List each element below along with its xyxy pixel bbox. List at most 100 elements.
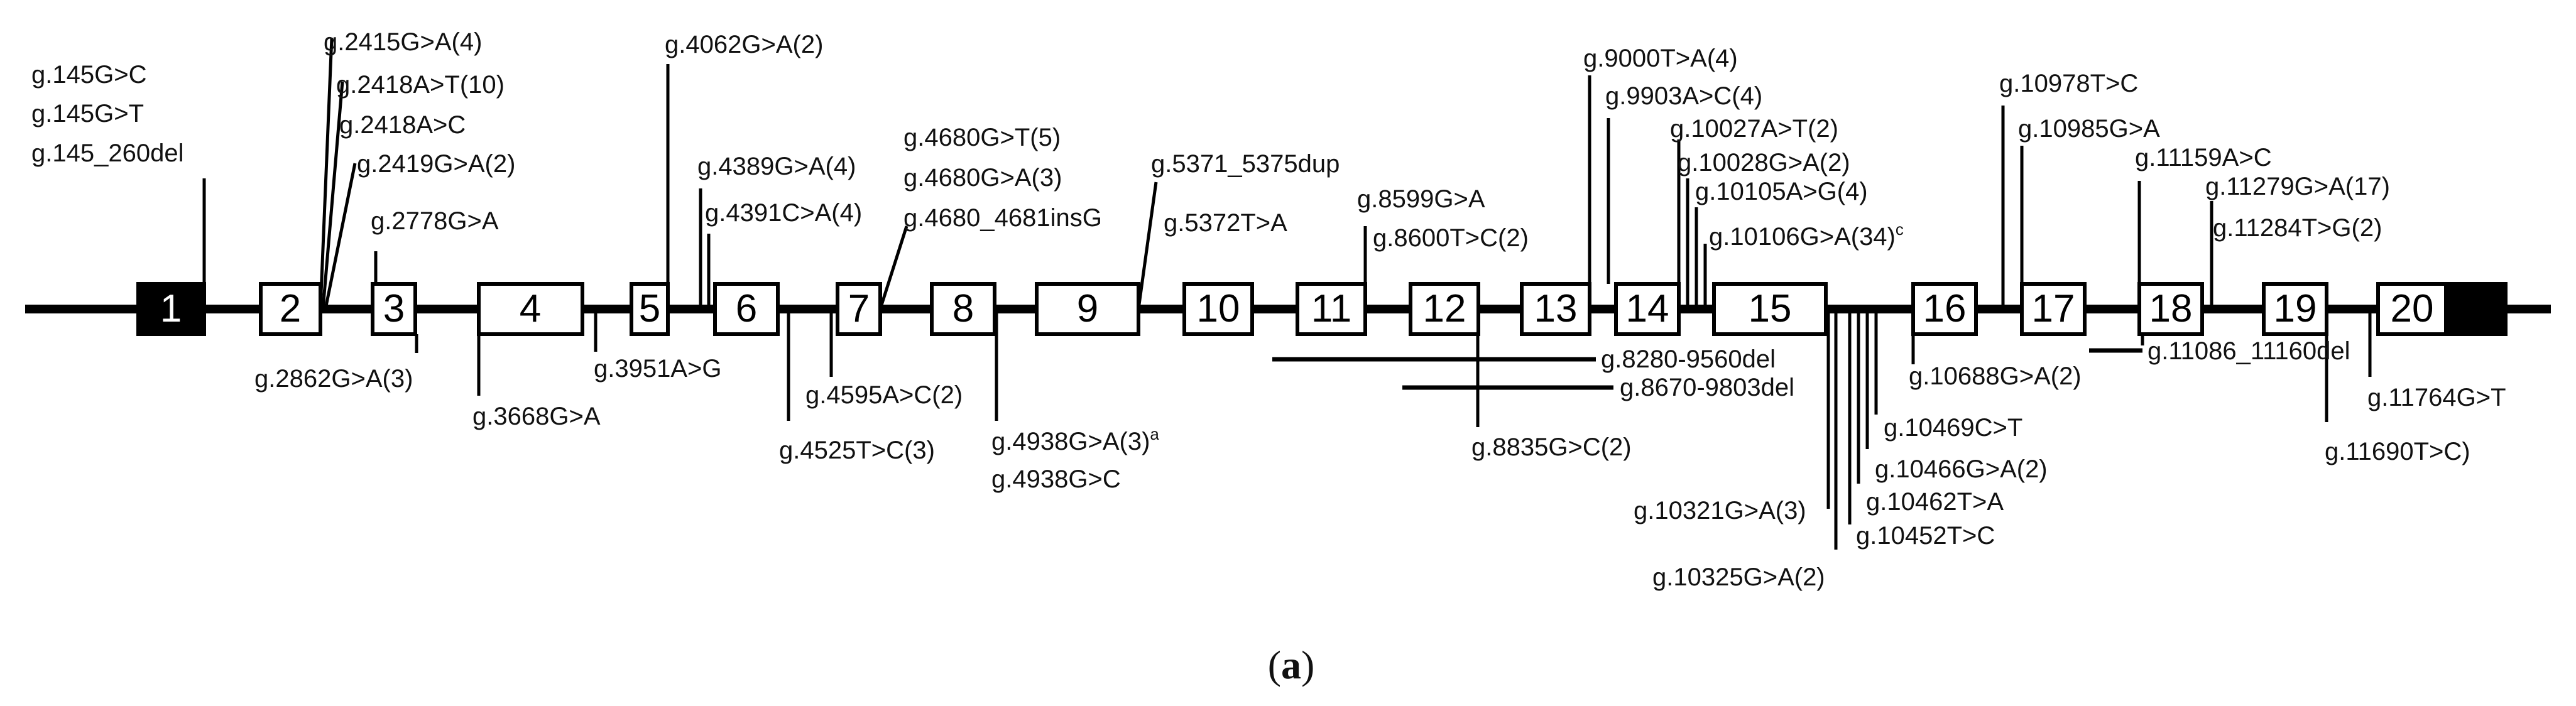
variant-label: g.11284T>G(2) xyxy=(2213,214,2382,242)
exon-9-label: 9 xyxy=(1077,287,1098,330)
variant-label: g.10105A>G(4) xyxy=(1695,178,1868,205)
exon-6-label: 6 xyxy=(736,287,757,330)
variant-label: g.10469C>T xyxy=(1884,414,2022,442)
caption-open: ( xyxy=(1268,643,1281,687)
exon-20-label: 20 xyxy=(2391,287,2434,330)
exon-20-box xyxy=(2376,282,2448,336)
stem-4680 xyxy=(878,225,909,310)
exon-19-box xyxy=(2262,282,2328,336)
variant-label: g.10028G>A(2) xyxy=(1678,149,1850,176)
exon-1-box xyxy=(136,282,206,336)
variant-label: g.4680G>T(5) xyxy=(903,124,1061,151)
exon-4-label: 4 xyxy=(520,287,541,330)
exon-2-label: 2 xyxy=(280,287,301,330)
figure-caption: (a) xyxy=(1268,643,1315,687)
exon-17-label: 17 xyxy=(2032,287,2075,330)
variant-label: g.10027A>T(2) xyxy=(1670,115,1838,143)
exon-20-utr-black xyxy=(2444,282,2508,336)
variant-label: g.4595A>C(2) xyxy=(805,381,963,409)
stem-5371 xyxy=(1137,182,1158,310)
variant-label: g.8600T>C(2) xyxy=(1373,224,1529,252)
caption-letter: a xyxy=(1281,643,1301,687)
exon-8-box xyxy=(930,282,996,336)
variant-label: g.145G>C xyxy=(31,61,146,89)
exon-4-box xyxy=(477,282,584,336)
variant-label: g.145G>T xyxy=(31,100,144,128)
variant-text: g.10106G>A(34) xyxy=(1709,223,1896,251)
exon-3-label: 3 xyxy=(383,287,405,330)
variant-label: g.8599G>A xyxy=(1357,185,1485,213)
exon-17-box xyxy=(2020,282,2087,336)
variant-label: g.9903A>C(4) xyxy=(1605,82,1762,110)
exon-14-box xyxy=(1614,282,1681,336)
variant-labels-above: g.145G>C g.145G>T g.145_260del g.2415G>A… xyxy=(31,28,2390,252)
variant-stems-below xyxy=(415,309,2372,550)
variant-label: g.4680_4681insG xyxy=(903,204,1102,232)
variant-label: g.5371_5375dup xyxy=(1151,150,1340,178)
variant-label: g.11279G>A(17) xyxy=(2205,173,2390,200)
exon-track: 1 2 3 4 5 6 7 8 9 10 11 12 13 14 15 16 1 xyxy=(136,282,2508,336)
variant-label: g.10466G>A(2) xyxy=(1875,455,2048,483)
exon-19-label: 19 xyxy=(2274,287,2317,330)
exon-8-label: 8 xyxy=(952,287,974,330)
exon-5-box xyxy=(630,282,670,336)
variant-label: g.4680G>A(3) xyxy=(903,164,1062,192)
caption-close: ) xyxy=(1301,643,1314,687)
variant-label: g.10106G>A(34)c xyxy=(1709,220,1904,251)
stem-2415 xyxy=(319,37,334,310)
exon-6-box xyxy=(713,282,780,336)
variant-label: g.10688G>A(2) xyxy=(1909,362,2082,390)
exon-3-box xyxy=(371,282,417,336)
variant-label: g.4938G>C xyxy=(991,465,1121,493)
exon-15-box xyxy=(1712,282,1828,336)
deletion-spans xyxy=(1272,348,2142,390)
variant-label: g.2419G>A(2) xyxy=(357,150,515,178)
variant-label: g.11764G>T xyxy=(2367,384,2506,411)
stem-2418 xyxy=(321,81,344,310)
variant-label: g.11086_11160del xyxy=(2148,337,2350,365)
exon-13-box xyxy=(1520,282,1591,336)
exon-13-label: 13 xyxy=(1534,287,1578,330)
variant-label: g.10985G>A xyxy=(2018,115,2160,143)
variant-label: g.10325G>A(2) xyxy=(1652,563,1825,591)
variant-label: g.2418A>T(10) xyxy=(336,71,505,99)
variant-labels-below: g.2862G>A(3) g.3951A>G g.3668G>A g.4595A… xyxy=(254,337,2506,591)
variant-label: g.9000T>A(4) xyxy=(1583,45,1738,72)
variant-stems-above xyxy=(202,37,2213,310)
exon-12-label: 12 xyxy=(1423,287,1466,330)
variant-label: g.2415G>A(4) xyxy=(324,28,482,56)
variant-label: g.2418A>C xyxy=(339,111,466,139)
variant-label: g.4391C>A(4) xyxy=(705,199,862,227)
exon-11-box xyxy=(1296,282,1367,336)
variant-text: g.4938G>A(3) xyxy=(991,428,1150,455)
variant-label: g.3951A>G xyxy=(594,355,722,383)
variant-label: g.3668G>A xyxy=(472,403,601,430)
variant-label: g.11690T>C) xyxy=(2325,438,2470,465)
variant-label: g.4062G>A(2) xyxy=(665,31,823,58)
exon-14-label: 14 xyxy=(1626,287,1669,330)
variant-label: g.10978T>C xyxy=(1999,70,2138,97)
footnote-marker-c: c xyxy=(1896,220,1904,239)
variant-label: g.145_260del xyxy=(31,139,183,167)
variant-label: g.4938G>A(3)a xyxy=(991,425,1159,455)
stem-2419 xyxy=(324,163,357,310)
exon-12-box xyxy=(1409,282,1480,336)
exon-18-label: 18 xyxy=(2149,287,2193,330)
variant-label: g.10452T>C xyxy=(1856,522,1995,550)
variant-label: g.2778G>A xyxy=(371,207,499,235)
variant-label: g.11159A>C xyxy=(2135,144,2272,171)
variant-label: g.10321G>A(3) xyxy=(1634,497,1806,524)
variant-label: g.8670-9803del xyxy=(1620,374,1794,401)
variant-label: g.8280-9560del xyxy=(1601,345,1776,373)
exon-18-box xyxy=(2137,282,2204,336)
variant-label: g.4389G>A(4) xyxy=(697,153,856,180)
exon-10-label: 10 xyxy=(1197,287,1240,330)
exon-15-label: 15 xyxy=(1749,287,1792,330)
footnote-marker-a: a xyxy=(1150,425,1159,443)
exon-7-label: 7 xyxy=(848,287,870,330)
exon-5-label: 5 xyxy=(639,287,660,330)
variant-label: g.10462T>A xyxy=(1866,488,2004,516)
exon-10-box xyxy=(1182,282,1254,336)
exon-1-label: 1 xyxy=(160,287,182,330)
